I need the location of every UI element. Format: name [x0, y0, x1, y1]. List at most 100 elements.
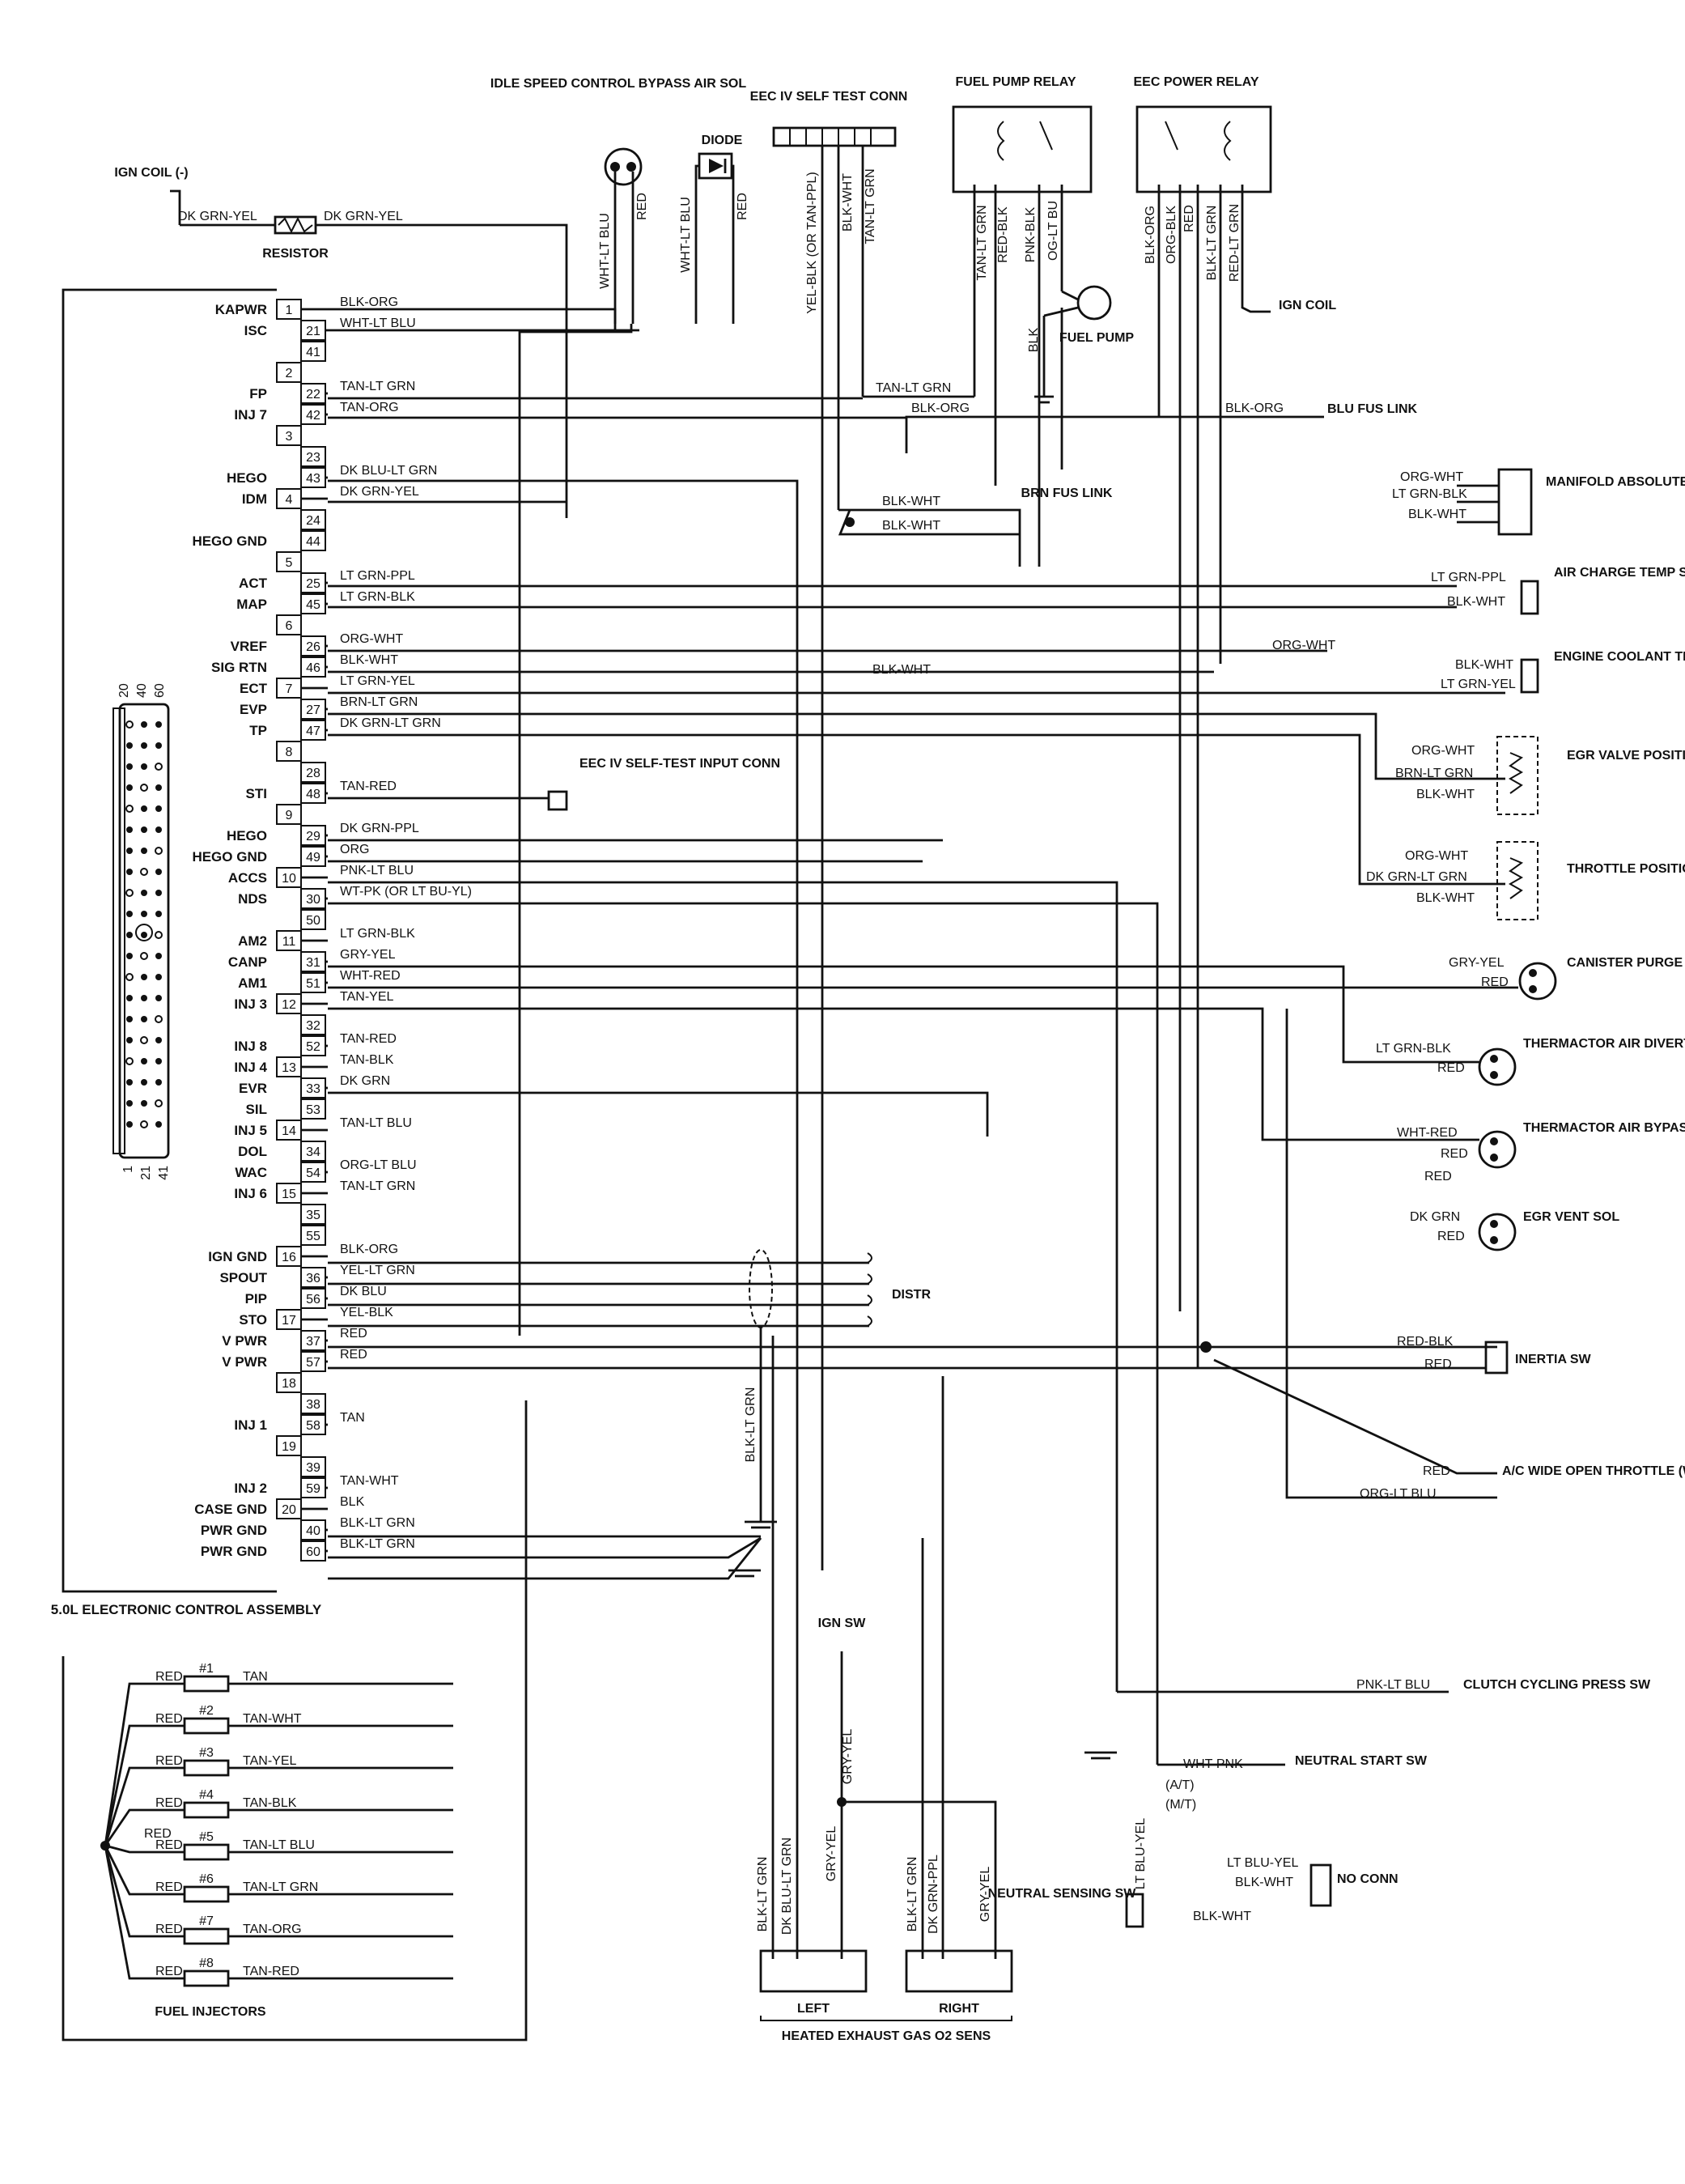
pin-row: 50 [300, 909, 326, 930]
pin-number: 58 [306, 1419, 320, 1433]
brn-fus-link-label: BRN FUS LINK [1021, 487, 1113, 500]
injector-supply-label: RED [155, 1712, 183, 1726]
pin-number: 50 [306, 914, 320, 928]
eec-power-relay: EEC POWER RELAY BLK-ORG ORG-BLK RED BLK-… [1134, 75, 1336, 1368]
ign-switch-label: IGN SW [818, 1617, 867, 1630]
act-wire-blk-wht-label: BLK-WHT [1447, 595, 1505, 609]
pin-signal-label: EVR [239, 1081, 267, 1096]
connector-pin [155, 931, 163, 939]
blk-wht-splice-b [838, 509, 1020, 536]
throttle-sensor-label: THROTTLE POSITION SENS [1567, 862, 1685, 876]
fuel-injectors-label: FUEL INJECTORS [155, 2005, 266, 2019]
pin-signal-label: IGN GND [208, 1249, 267, 1264]
pin-number: 56 [306, 1293, 320, 1307]
pin-signal-label: INJ 4 [234, 1060, 267, 1075]
connector-bottom-1: 1 [121, 1166, 135, 1173]
right-wire-blk-lt-grn-label: BLK-LT GRN [906, 1857, 919, 1932]
pin-signal-label: HEGO GND [192, 533, 267, 549]
pin-box [276, 741, 302, 762]
pin-signal-label: HEGO [227, 470, 267, 486]
pin-number: 46 [306, 661, 320, 675]
fuel-pump-relay-coil [997, 121, 1005, 161]
map-wire-blk-wht-label: BLK-WHT [1408, 508, 1466, 521]
ect-sensor-label: ENGINE COOLANT TEMP SENS [1554, 650, 1685, 664]
pin-number: 7 [286, 682, 293, 696]
pin-signal-label: ECT [240, 681, 268, 696]
blk-wht-label-a: BLK-WHT [882, 495, 940, 508]
neutral-start-switch: NEUTRAL START SW WHT-PNK (A/T) (M/T) LT … [1134, 1754, 1428, 1889]
pin-signal-label: PIP [245, 1291, 267, 1307]
distributor: DISTR [749, 1249, 931, 1328]
connector-pin [141, 911, 147, 917]
connector-pin [155, 911, 162, 917]
pin-box [300, 1393, 326, 1414]
blk-org-right-label: BLK-ORG [1225, 402, 1284, 415]
vent-wire-dk-grn-label: DK GRN [1410, 1210, 1460, 1224]
o2-sensor-left: LEFT BLK-LT GRN DK BLU-LT GRN GRY-YEL [756, 1336, 868, 2016]
connector-pin [140, 1120, 148, 1128]
pin-signal-label: ACT [239, 576, 268, 591]
tab-sol-body [1478, 1130, 1517, 1169]
connector-pin [125, 973, 134, 981]
pin-signal-label: INJ 5 [234, 1123, 267, 1138]
fuel-pump-relay-body [952, 105, 1093, 193]
map-sensor-body [1497, 468, 1533, 536]
run-pin-60 [328, 1537, 762, 1580]
pin-box [300, 446, 326, 467]
pin-row: 41 [300, 341, 326, 362]
pin-box [300, 1141, 326, 1162]
diode-symbol [709, 159, 724, 173]
pin-row: 23 [300, 446, 326, 467]
ecu-caption: 5.0L ELECTRONIC CONTROL ASSEMBLY [51, 1602, 322, 1617]
diode-wire-red-label: RED [736, 193, 749, 220]
pin-wire-label: BLK [340, 1495, 365, 1509]
blk-wht-label-b: BLK-WHT [882, 519, 940, 533]
pin-signal-label: ISC [244, 323, 267, 338]
pin-wire-label: RED [340, 1348, 367, 1362]
pin-number: 35 [306, 1209, 320, 1222]
pin-number: 52 [306, 1040, 320, 1054]
pin-box [300, 1225, 326, 1246]
pin-number: 14 [282, 1124, 296, 1138]
connector-pin [141, 763, 147, 770]
self-test-input-body [547, 790, 568, 811]
tab-sol-label: THERMACTOR AIR BYPASS (TAB) SOL [1523, 1121, 1685, 1135]
connector-pin [155, 763, 163, 771]
ect-wire-lt-grn-yel-label: LT GRN-YEL [1441, 678, 1516, 691]
fpr-wire-og-lt-bu-label: OG-LT BU [1046, 201, 1060, 261]
tad-sol: THERMACTOR AIR DIVERTER (TAD) SOL LT GRN… [1376, 1037, 1685, 1086]
ac-wire-org-lt-blu-label: ORG-LT BLU [1360, 1487, 1437, 1501]
gnd-wire-blk-lt-grn-label: BLK-LT GRN [744, 1387, 758, 1463]
resistor-zigzag [278, 216, 313, 234]
pin-number: 29 [306, 830, 320, 843]
pin-box [276, 614, 302, 635]
left-wire-gry-yel-label: GRY-YEL [825, 1826, 838, 1882]
pin-number: 17 [282, 1314, 296, 1328]
pin-box [300, 909, 326, 930]
ecu-outline [62, 288, 277, 1593]
pin-number: 15 [282, 1188, 296, 1201]
injector-supply-wire [104, 1845, 185, 1980]
neutral-start-switch-label: NEUTRAL START SW [1295, 1754, 1428, 1768]
pin-number: 33 [306, 1082, 320, 1096]
pin-row: 35 [300, 1204, 326, 1225]
pin-row: 6 [276, 614, 302, 635]
pin-row: 32 [300, 1014, 326, 1035]
connector-pin [141, 742, 147, 749]
distributor-label: DISTR [892, 1288, 931, 1302]
pin-number: 47 [306, 724, 320, 738]
connector-pin [126, 1016, 133, 1022]
pin-signal-label: PWR GND [201, 1523, 267, 1538]
throttle-sensor: THROTTLE POSITION SENS ORG-WHT DK GRN-LT… [1366, 841, 1685, 920]
pin-wire-label: BLK-ORG [340, 1243, 398, 1256]
